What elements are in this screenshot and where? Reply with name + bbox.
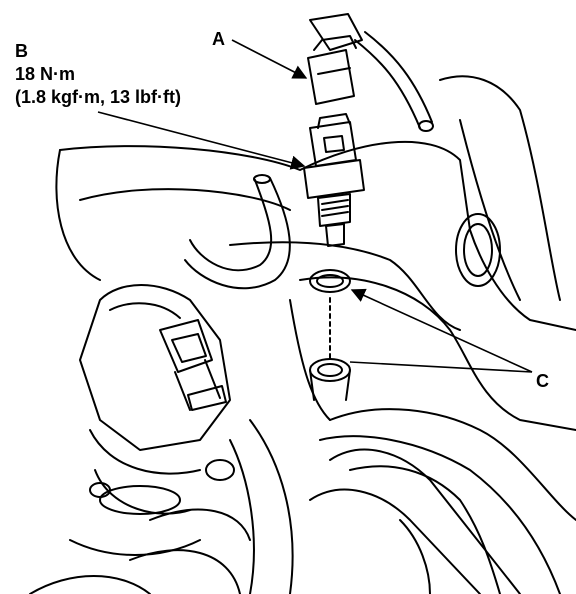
threaded-hole bbox=[309, 358, 351, 401]
leader-line-a bbox=[231, 39, 308, 79]
o-ring-c bbox=[309, 269, 351, 361]
leader-line-b bbox=[97, 111, 306, 170]
connector-a bbox=[307, 13, 434, 132]
callout-b-label: B bbox=[15, 41, 28, 61]
coolant-port bbox=[455, 213, 501, 287]
lower-pipe bbox=[309, 448, 521, 594]
callout-b-torque: 18 N·m bbox=[15, 64, 76, 84]
callout-c-label: C bbox=[536, 371, 549, 391]
hose bbox=[184, 174, 291, 290]
callout-a-label: A bbox=[212, 29, 225, 49]
leader-line-c bbox=[350, 288, 533, 373]
valve-assembly bbox=[29, 284, 235, 594]
callout-b-torque-alt: (1.8 kgf·m, 13 lbf·ft) bbox=[15, 87, 182, 107]
temperature-sensor-b bbox=[303, 113, 365, 247]
engine-block bbox=[55, 75, 576, 594]
leader-line-c-hole bbox=[349, 361, 533, 373]
